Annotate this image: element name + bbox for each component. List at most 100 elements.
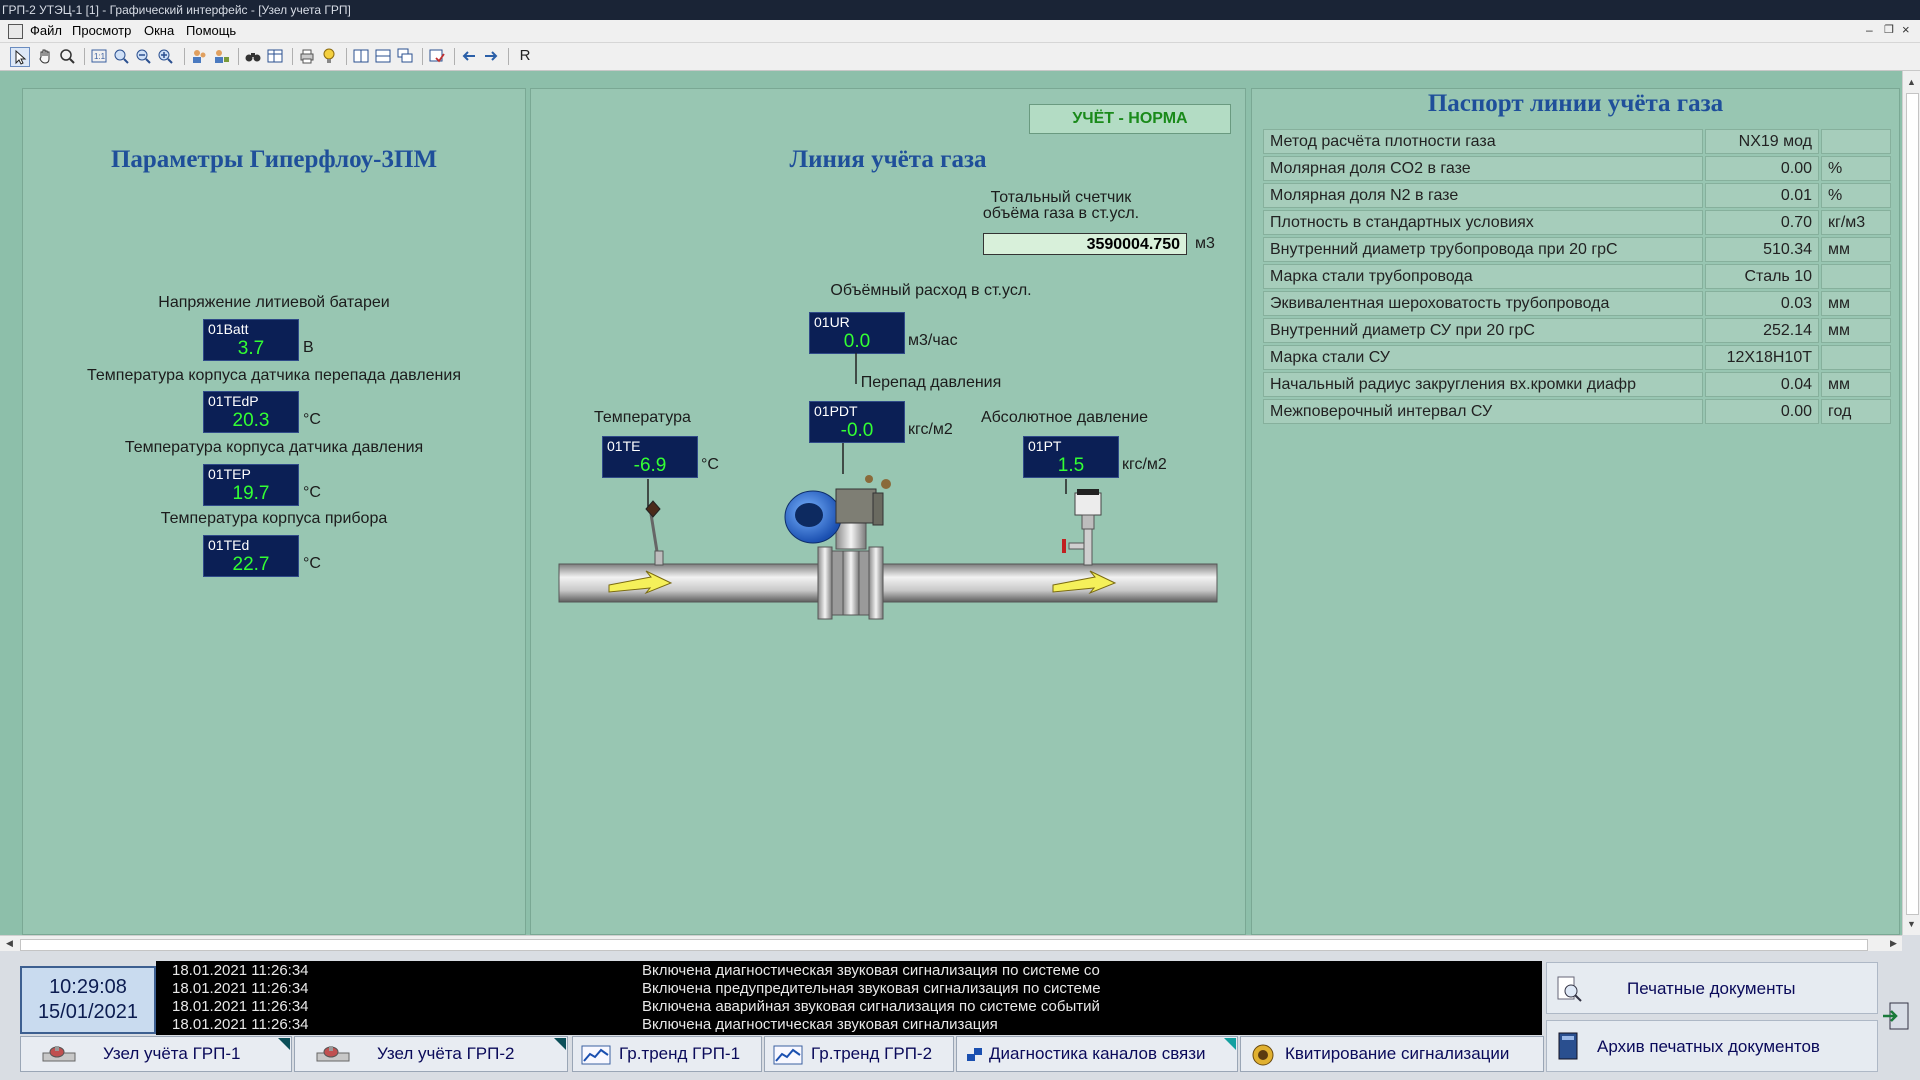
menu-windows[interactable]: Окна (144, 23, 175, 38)
back-arrow-icon[interactable] (460, 47, 478, 65)
passport-param-name: Межповерочный интервал СУ (1263, 399, 1703, 424)
trend-chart-icon (773, 1045, 803, 1065)
event-log[interactable]: 18.01.2021 11:26:34 Включена диагностиче… (156, 961, 1542, 1035)
select-pointer-icon[interactable] (10, 47, 30, 67)
event-datetime: 18.01.2021 11:26:34 (172, 1016, 309, 1033)
tab-label: Гр.тренд ГРП-1 (619, 1044, 741, 1063)
scroll-up-icon[interactable]: ▲ (1907, 77, 1916, 87)
clock-display: 10:29:08 15/01/2021 (20, 966, 156, 1034)
device-temp-display: 01TEd 22.7 (203, 535, 299, 577)
passport-param-value: 0.00 (1705, 156, 1819, 181)
dp-sensor-temp-label: Температура корпуса датчика перепада дав… (87, 367, 461, 384)
passport-param-name: Начальный радиус закругления вх.кромки д… (1263, 372, 1703, 397)
menu-view[interactable]: Просмотр (72, 23, 132, 38)
p-sensor-temp-display: 01TEP 19.7 (203, 464, 299, 506)
toolbar-r-button[interactable]: R (519, 47, 531, 64)
scroll-down-icon[interactable]: ▼ (1907, 919, 1916, 929)
tab-node-grp1[interactable]: Узел учёта ГРП-1 (20, 1036, 292, 1072)
hand-pan-icon[interactable] (36, 47, 54, 65)
battery-voltage-label: Напряжение литиевой батареи (158, 294, 390, 311)
table-view-icon[interactable] (266, 47, 284, 65)
gas-line-title: Линия учёта газа (789, 146, 987, 173)
tab-trend-grp1[interactable]: Гр.тренд ГРП-1 (572, 1036, 762, 1072)
abs-pressure-tag: 01PT (1028, 438, 1062, 454)
forward-arrow-icon[interactable] (482, 47, 500, 65)
total-counter-label-1: Тотальный счетчик (990, 189, 1132, 206)
vertical-scrollbar[interactable]: ▲ ▼ (1902, 71, 1920, 935)
network-icon (967, 1048, 982, 1061)
event-datetime: 18.01.2021 11:26:34 (172, 980, 309, 997)
print-documents-label: Печатные документы (1627, 979, 1796, 998)
abs-pressure-display: 01PT 1.5 (1023, 436, 1119, 478)
dp-sensor-temp-value: 20.3 (232, 410, 270, 431)
passport-param-value: 252.14 (1705, 318, 1819, 343)
volume-flow-display: 01UR 0.0 (809, 312, 905, 354)
diff-pressure-value: -0.0 (840, 420, 874, 441)
tab-node-grp2[interactable]: Узел учёта ГРП-2 (294, 1036, 568, 1072)
user-icon[interactable] (190, 47, 208, 65)
tab-diagnostics[interactable]: Диагностика каналов связи (956, 1036, 1238, 1072)
p-sensor-temp-tag: 01TEP (208, 466, 251, 482)
passport-row: Начальный радиус закругления вх.кромки д… (1263, 372, 1891, 397)
zoom-fit-icon[interactable] (112, 47, 130, 65)
event-datetime: 18.01.2021 11:26:34 (172, 998, 309, 1015)
menu-file[interactable]: Файл (30, 23, 62, 38)
tile-horizontal-icon[interactable] (374, 47, 392, 65)
cascade-icon[interactable] (396, 47, 414, 65)
tab-label: Узел учёта ГРП-1 (103, 1044, 241, 1063)
binoculars-icon[interactable] (244, 47, 262, 65)
print-documents-button[interactable]: Печатные документы (1546, 962, 1878, 1014)
device-temp-label: Температура корпуса прибора (160, 510, 388, 527)
tab-trend-grp2[interactable]: Гр.тренд ГРП-2 (764, 1036, 954, 1072)
horizontal-scroll-thumb[interactable] (20, 939, 1868, 951)
exit-icon[interactable] (1880, 1000, 1912, 1032)
temperature-label: Температура (594, 409, 691, 426)
vertical-scroll-thumb[interactable] (1906, 93, 1919, 915)
user-settings-icon[interactable] (212, 47, 230, 65)
zoom-in-icon[interactable] (156, 47, 174, 65)
actual-size-icon[interactable]: 1:1 (90, 47, 108, 65)
diff-pressure-tag: 01PDT (814, 403, 858, 419)
event-datetime: 18.01.2021 11:26:34 (172, 962, 309, 979)
archive-book-icon (1558, 1032, 1578, 1060)
bulb-help-icon[interactable] (320, 47, 338, 65)
app-icon[interactable] (8, 24, 23, 39)
event-message: Включена диагностическая звуковая сигнал… (642, 962, 1100, 979)
restore-icon[interactable]: ❐ (1884, 24, 1894, 36)
tab-label: Диагностика каналов связи (989, 1044, 1206, 1063)
volume-flow-unit: м3/час (908, 332, 958, 349)
horizontal-scrollbar[interactable]: ◀ ▶ (0, 935, 1902, 952)
passport-param-unit: % (1821, 156, 1891, 181)
window-check-icon[interactable] (428, 47, 446, 65)
dp-sensor-temp-tag: 01TEdP (208, 393, 259, 409)
clock-time: 10:29:08 (49, 976, 127, 998)
print-archive-button[interactable]: Архив печатных документов (1546, 1020, 1878, 1072)
temperature-unit: °С (701, 456, 719, 473)
event-row: 18.01.2021 11:26:34 Включена диагностиче… (172, 962, 1532, 980)
tab-acknowledge-alarms[interactable]: Квитирование сигнализации (1240, 1036, 1544, 1072)
event-message: Включена диагностическая звуковая сигнал… (642, 1016, 998, 1033)
scroll-left-icon[interactable]: ◀ (6, 938, 13, 948)
menu-help[interactable]: Помощь (186, 23, 237, 38)
tile-vertical-icon[interactable] (352, 47, 370, 65)
battery-voltage-display: 01Batt 3.7 (203, 319, 299, 361)
close-icon[interactable]: × (1902, 22, 1910, 37)
passport-param-value: NX19 мод (1705, 129, 1819, 154)
zoom-out-icon[interactable] (134, 47, 152, 65)
scroll-right-icon[interactable]: ▶ (1890, 938, 1897, 948)
clock-date: 15/01/2021 (37, 1001, 139, 1023)
minimize-icon[interactable]: – (1866, 23, 1873, 37)
zoom-icon[interactable] (58, 47, 76, 65)
passport-param-name: Внутренний диаметр СУ при 20 грС (1263, 318, 1703, 343)
passport-param-value: 0.04 (1705, 372, 1819, 397)
tab-corner-marker (554, 1038, 566, 1050)
print-icon[interactable] (298, 47, 316, 65)
passport-param-value: Сталь 10 (1705, 264, 1819, 289)
gas-line-panel: УЧЁТ - НОРМА Линия учёта газа Тотальный … (530, 88, 1246, 935)
passport-param-unit: мм (1821, 318, 1891, 343)
hyperflow-title: Параметры Гиперфлоу-3ПМ (110, 146, 438, 173)
passport-param-value: 0.03 (1705, 291, 1819, 316)
passport-param-unit: кг/м3 (1821, 210, 1891, 235)
event-row: 18.01.2021 11:26:34 Включена аварийная з… (172, 998, 1532, 1016)
